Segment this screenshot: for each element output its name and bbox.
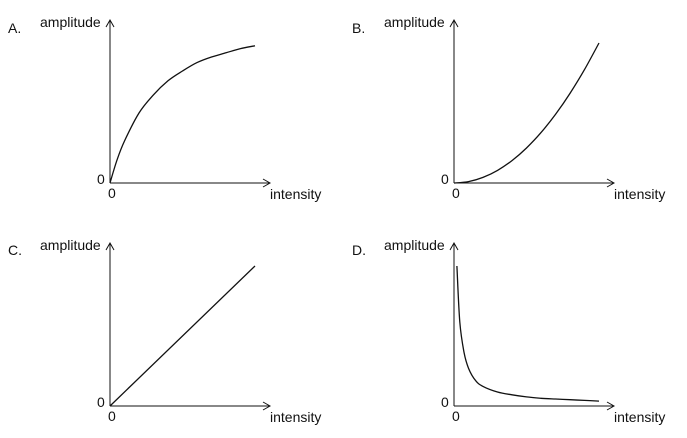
option-label: A. xyxy=(8,20,21,36)
series-line xyxy=(456,265,600,402)
x-axis-label: intensity xyxy=(270,409,321,425)
chart-panel-1: A. amplitude intensity 00 xyxy=(8,14,321,202)
x-axis-arrow-icon xyxy=(262,178,272,188)
y-axis-label: amplitude xyxy=(384,237,445,253)
series-line xyxy=(109,265,256,407)
y-origin-label: 0 xyxy=(97,394,105,410)
x-axis-label: intensity xyxy=(614,186,665,202)
y-axis-label: amplitude xyxy=(40,237,101,253)
y-axis-arrow-icon xyxy=(449,241,459,251)
option-label: D. xyxy=(352,242,366,258)
series-line xyxy=(453,42,600,184)
x-origin-label: 0 xyxy=(108,408,116,424)
chart-panel-3: C. amplitude intensity 00 xyxy=(8,237,321,425)
x-origin-label: 0 xyxy=(108,185,116,201)
x-axis-label: intensity xyxy=(614,409,665,425)
y-axis-label: amplitude xyxy=(40,14,101,30)
y-axis-arrow-icon xyxy=(449,18,459,28)
chart-panel-4: D. amplitude intensity 00 xyxy=(352,237,665,425)
x-origin-label: 0 xyxy=(452,185,460,201)
y-origin-label: 0 xyxy=(441,171,449,187)
y-axis-arrow-icon xyxy=(105,241,115,251)
x-axis-arrow-icon xyxy=(606,401,616,411)
y-axis-arrow-icon xyxy=(105,18,115,28)
x-axis-arrow-icon xyxy=(606,178,616,188)
y-origin-label: 0 xyxy=(97,171,105,187)
series-line xyxy=(109,45,256,184)
x-origin-label: 0 xyxy=(452,408,460,424)
y-axis-label: amplitude xyxy=(384,14,445,30)
y-origin-label: 0 xyxy=(441,394,449,410)
chart-panel-2: B. amplitude intensity 00 xyxy=(352,14,665,202)
x-axis-label: intensity xyxy=(270,186,321,202)
option-label: B. xyxy=(352,20,365,36)
x-axis-arrow-icon xyxy=(262,401,272,411)
option-label: C. xyxy=(8,242,22,258)
